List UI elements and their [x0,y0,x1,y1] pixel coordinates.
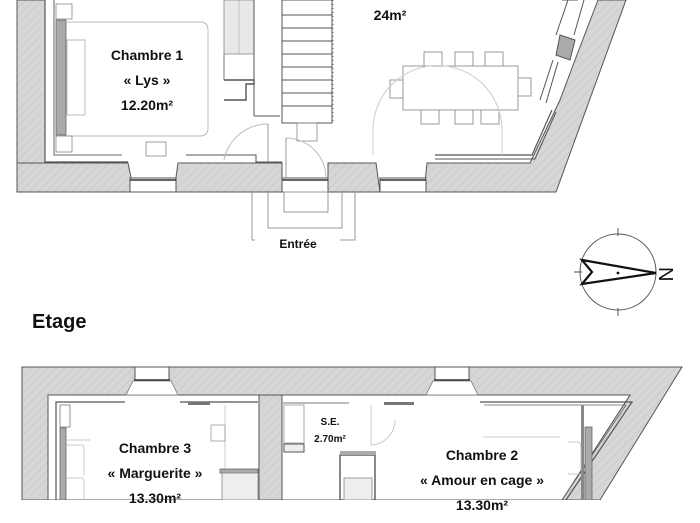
chambre3-area: 13.30m² [128,490,182,506]
chambre2-area: 13.30m² [455,497,509,513]
compass-north-label: N [654,267,676,281]
chambre2-name: Chambre 2 [445,447,519,463]
room-se: S.E. 2.70m² [314,418,346,456]
chambre2-nickname: « Amour en cage » [420,472,544,488]
room-chambre2: Chambre 2 « Amour en cage » 13.30m² [420,448,544,523]
upper-floor [21,366,683,500]
entrance-label: Entrée [276,238,320,250]
compass [574,228,657,316]
chambre3-name: Chambre 3 [118,440,192,456]
north-arrow-icon [579,258,657,286]
chambre1-name: Chambre 1 [110,47,184,63]
upper-floor-title: Etage [32,311,87,333]
room-chambre1: Chambre 1 « Lys » 12.20m² [111,48,183,123]
floor-plan: N [16,0,683,500]
room-chambre3: Chambre 3 « Marguerite » 13.30m² [108,441,203,516]
ground-floor [16,0,627,241]
chambre3-nickname: « Marguerite » [107,465,203,481]
se-area: 2.70m² [314,434,346,445]
chambre1-area: 12.20m² [120,97,174,113]
chambre1-nickname: « Lys » [123,72,171,88]
se-name: S.E. [320,417,340,428]
sejour-area: 24m² [373,7,407,23]
